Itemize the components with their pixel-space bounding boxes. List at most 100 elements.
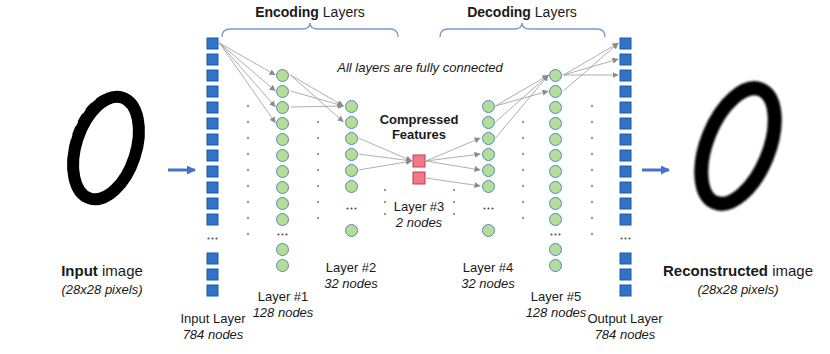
neuron-circle: [482, 148, 494, 160]
neuron-square: [207, 285, 218, 296]
fan-line: [496, 75, 549, 122]
neuron-square: [207, 253, 218, 264]
continuation-dot: [522, 137, 524, 139]
ellipsis-dot: [216, 237, 218, 239]
neuron-circle: [550, 181, 562, 193]
neuron-circle: [277, 133, 289, 145]
connection-arrow: [496, 75, 549, 106]
image-caption: Input image: [61, 262, 143, 279]
neuron-circle: [550, 133, 562, 145]
node-count: 32 nodes: [324, 276, 378, 292]
continuation-dot: [317, 169, 319, 171]
continuation-dot: [591, 233, 593, 235]
fan-line: [426, 178, 481, 186]
ellipsis-dot: [208, 237, 210, 239]
continuation-dot: [453, 201, 455, 203]
continuation-dot: [522, 185, 524, 187]
continuation-dot: [384, 213, 386, 215]
neuron-square: [413, 172, 425, 184]
neuron-square: [620, 38, 631, 49]
fan-line: [219, 43, 275, 123]
ellipsis-dot: [286, 233, 288, 235]
neuron-square: [207, 54, 218, 65]
fan-line: [219, 43, 275, 107]
neuron-square: [620, 134, 631, 145]
neuron-square: [620, 182, 631, 193]
ellipsis-dot: [559, 233, 561, 235]
continuation-dot: [317, 137, 319, 139]
neuron-square: [207, 150, 218, 161]
neuron-stack: [206, 37, 219, 297]
node-stack: [344, 99, 359, 238]
ellipsis-dot: [212, 237, 214, 239]
ellipsis-dot: [350, 207, 352, 209]
node-stack: [619, 37, 632, 297]
neuron-stack: [481, 99, 496, 238]
continuation-dot: [247, 169, 249, 171]
neuron-circle: [550, 165, 562, 177]
layer-column: Output Layer784 nodes: [587, 37, 662, 343]
ellipsis-dot: [551, 233, 553, 235]
fan-line: [563, 75, 618, 76]
ellipsis-dot: [555, 233, 557, 235]
node-count: 128 nodes: [253, 305, 314, 321]
neuron-circle: [277, 69, 289, 81]
ellipsis-dot: [491, 207, 493, 209]
node-stack: [412, 154, 426, 185]
neuron-circle: [277, 243, 289, 255]
neuron-circle: [277, 101, 289, 113]
fan-line: [290, 106, 343, 107]
input-digit: [58, 86, 151, 207]
layer-column: Layer #5128 nodes: [526, 68, 587, 321]
image-size: (28x28 pixels): [698, 281, 779, 298]
continuation-dot: [247, 185, 249, 187]
reconstructed-digit: [686, 78, 789, 214]
fan-line: [290, 91, 343, 106]
continuation-dot: [317, 153, 319, 155]
ellipsis-dot: [483, 207, 485, 209]
neuron-square: [207, 134, 218, 145]
fan-line: [426, 161, 481, 170]
layer-column: Compressed FeaturesLayer #32 nodes: [376, 112, 462, 231]
continuation-dot: [591, 137, 593, 139]
continuation-dot: [591, 153, 593, 155]
neuron-circle: [482, 132, 494, 144]
neuron-square: [620, 54, 631, 65]
neuron-square: [207, 86, 218, 97]
neuron-circle: [345, 148, 357, 160]
connection-arrow: [563, 43, 618, 75]
layer-column: Layer #432 nodes: [461, 99, 515, 292]
neuron-square: [413, 155, 425, 167]
continuation-dot: [247, 217, 249, 219]
neuron-square: [620, 285, 631, 296]
neuron-square: [620, 102, 631, 113]
continuation-dot: [247, 105, 249, 107]
neuron-circle: [482, 100, 494, 112]
continuation-dot: [247, 121, 249, 123]
neuron-circle: [345, 100, 357, 112]
ellipsis-dot: [487, 207, 489, 209]
continuation-dots: [247, 105, 593, 235]
image-size: (28x28 pixels): [62, 281, 143, 298]
node-stack: [548, 68, 563, 273]
image-caption: Reconstructed image: [663, 262, 813, 279]
neuron-circle: [550, 213, 562, 225]
neuron-circle: [345, 164, 357, 176]
continuation-dot: [522, 121, 524, 123]
neuron-circle: [345, 116, 357, 128]
neuron-square: [207, 198, 218, 209]
neuron-circle: [277, 197, 289, 209]
neuron-stack: [548, 68, 563, 273]
neuron-stack: [344, 99, 359, 238]
neuron-square: [207, 118, 218, 129]
neuron-square: [207, 102, 218, 113]
section-title: Decoding Layers: [467, 4, 577, 21]
output-arrow: [642, 169, 669, 172]
layer-column: Input Layer784 nodes: [180, 37, 245, 343]
encoding-bracket: [222, 23, 398, 37]
neuron-circle: [277, 259, 289, 271]
node-count: 784 nodes: [183, 327, 244, 343]
connection-arrow: [290, 75, 343, 106]
neuron-circle: [345, 180, 357, 192]
node-stack: [275, 68, 290, 273]
